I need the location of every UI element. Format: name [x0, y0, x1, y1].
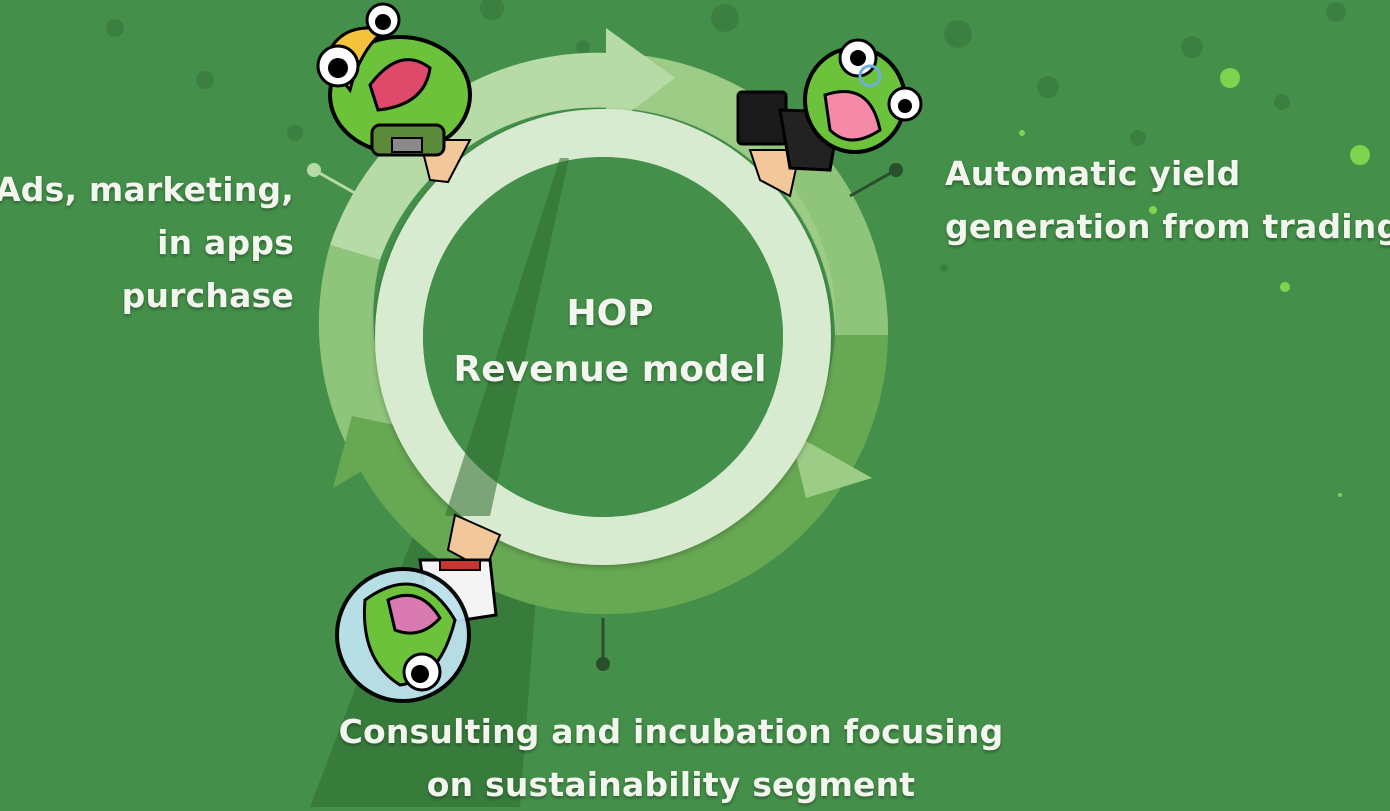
center-title-line-2: Revenue model — [453, 349, 767, 390]
frog-businessman-mascot — [736, 38, 923, 198]
segment-label-yield-line-2: generation from trading — [945, 207, 1390, 246]
segment-label-ads: Ads, marketing, in apps purchase — [0, 163, 294, 322]
inner-circle — [423, 157, 783, 517]
connector-left — [307, 163, 363, 199]
frog-astronaut-mascot — [335, 513, 502, 703]
segment-label-consulting-line-1: Consulting and incubation focusing — [338, 712, 1004, 751]
center-title-line-1: HOP — [566, 293, 654, 334]
arrow-head-top — [606, 28, 675, 130]
segment-label-consulting: Consulting and incubation focusing on su… — [0, 705, 1342, 811]
segment-label-ads-line-3: purchase — [121, 276, 294, 315]
segment-label-yield: Automatic yield generation from trading — [945, 147, 1390, 253]
segment-label-ads-line-1: Ads, marketing, — [0, 170, 294, 209]
frog-adventurer-mascot — [316, 2, 472, 184]
inner-stripe — [445, 158, 569, 516]
connector-bottom — [596, 618, 610, 671]
arrow-head-right — [790, 432, 872, 498]
diagram-center-title: HOP Revenue model — [410, 286, 810, 398]
segment-label-yield-line-1: Automatic yield — [945, 154, 1241, 193]
segment-label-consulting-line-2: on sustainability segment — [426, 765, 916, 804]
inner-ring — [375, 109, 831, 565]
connector-right — [849, 163, 903, 198]
segment-label-ads-line-2: in apps — [157, 223, 294, 262]
